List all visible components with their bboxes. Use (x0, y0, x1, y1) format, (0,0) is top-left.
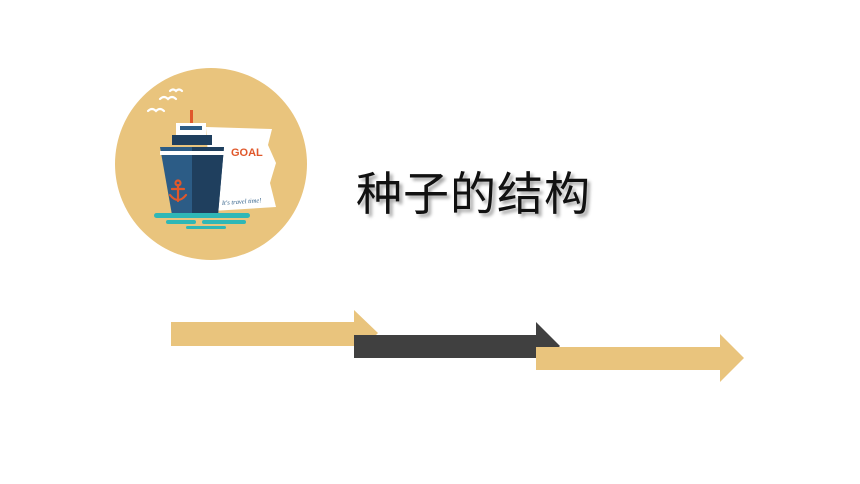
arrow-timeline (171, 310, 744, 382)
anchor-icon (168, 179, 188, 203)
arrow-1 (171, 310, 378, 357)
waves-icon (154, 213, 250, 229)
flag-caption-text: It's travel time! (221, 197, 262, 207)
seagull-icon (146, 88, 184, 113)
arrow-3 (536, 334, 744, 382)
slide-title: 种子的结构 (356, 167, 591, 221)
ship-icon (160, 110, 224, 215)
flag-goal-text: GOAL (231, 147, 263, 159)
goal-ship-emblem: GOAL It's travel time! (115, 68, 307, 260)
arrow-2 (354, 322, 560, 370)
